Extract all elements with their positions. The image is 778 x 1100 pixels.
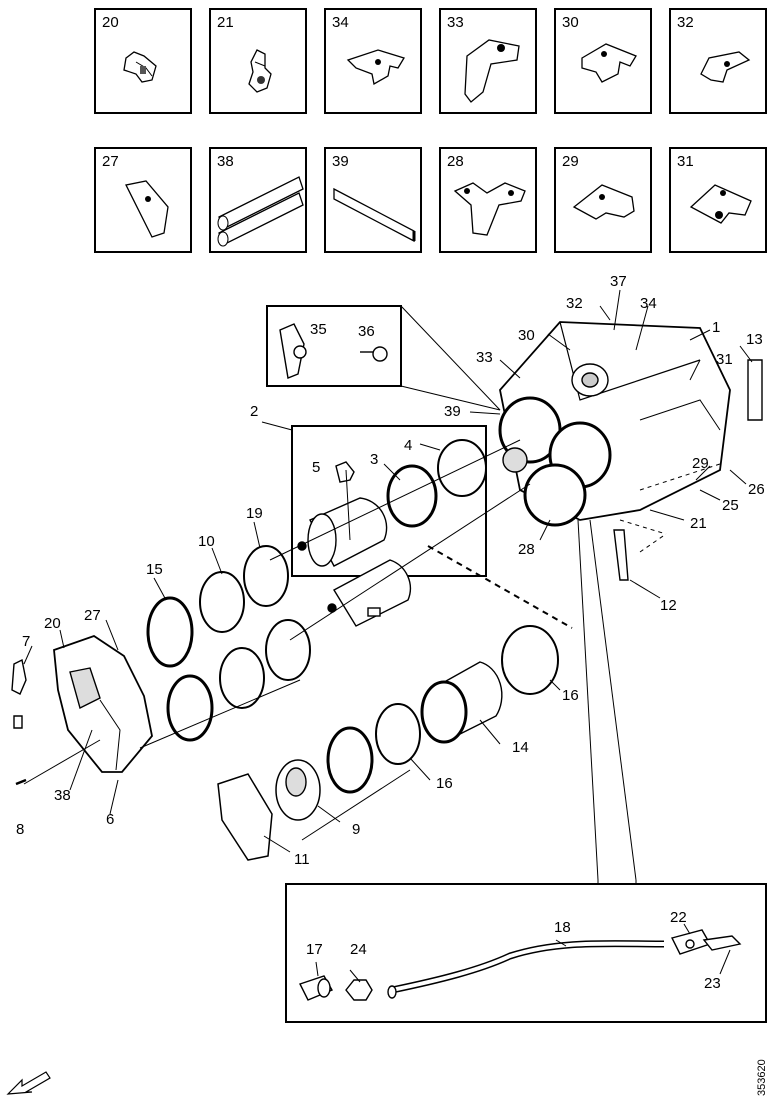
shield-11: [217, 773, 273, 861]
clip-icon: [248, 49, 272, 93]
thumb-label: 30: [562, 14, 579, 31]
thumb-label: 21: [217, 14, 234, 31]
callout-4: 4: [404, 437, 413, 454]
inset-2: [291, 425, 487, 577]
callout-37: 37: [610, 273, 627, 290]
thumb-label: 38: [217, 153, 234, 170]
callout-24: 24: [350, 941, 367, 958]
callout-38: 38: [54, 787, 71, 804]
callout-1: 1: [712, 319, 721, 336]
callout-18: 18: [554, 919, 571, 936]
callout-16b: 16: [436, 775, 453, 792]
callout-15: 15: [146, 561, 163, 578]
thumb-label: 34: [332, 14, 349, 31]
bracket-icon: [572, 184, 635, 220]
thumb-38: 38: [209, 147, 307, 253]
thumb-27: 27: [94, 147, 192, 253]
callout-16a: 16: [562, 687, 579, 704]
callout-13: 13: [746, 331, 763, 348]
clip-7: [11, 658, 27, 695]
insulation-tube-icon: [217, 176, 304, 247]
callout-26: 26: [748, 481, 765, 498]
ring-lower-a: [166, 674, 214, 742]
plate-icon: [125, 180, 169, 238]
callout-35: 35: [310, 321, 327, 338]
callout-7: 7: [22, 633, 31, 650]
thumb-label: 33: [447, 14, 464, 31]
direction-arrow-icon: [6, 1071, 51, 1095]
thumb-21: 21: [209, 8, 307, 114]
bracket-icon: [581, 43, 637, 83]
callout-34: 34: [640, 295, 657, 312]
thumb-20: 20: [94, 8, 192, 114]
callout-17: 17: [306, 941, 323, 958]
ring-16-lower: [375, 703, 421, 765]
thumb-label: 31: [677, 153, 694, 170]
callout-9: 9: [352, 821, 361, 838]
callout-20: 20: [44, 615, 61, 632]
callout-23: 23: [704, 975, 721, 992]
callout-30: 30: [518, 327, 535, 344]
callout-5: 5: [312, 459, 321, 476]
thumb-31: 31: [669, 147, 767, 253]
callout-11: 11: [294, 851, 310, 868]
callout-8: 8: [16, 821, 25, 838]
bracket-icon: [346, 49, 405, 86]
callout-21: 21: [690, 515, 707, 532]
callout-19: 19: [246, 505, 263, 522]
thumb-34: 34: [324, 8, 422, 114]
bracket-icon: [689, 184, 752, 224]
ring-3: [386, 464, 438, 528]
thumb-label: 20: [102, 14, 119, 31]
thumb-label: 28: [447, 153, 464, 170]
ring-15: [146, 596, 194, 668]
thumb-29: 29: [554, 147, 652, 253]
clip-icon: [123, 51, 157, 83]
drawing-code: 353620: [756, 1059, 768, 1096]
bracket-13: [747, 359, 763, 421]
ring-19: [243, 545, 289, 607]
thumb-32: 32: [669, 8, 767, 114]
callout-27: 27: [84, 607, 101, 624]
ring-10: [199, 571, 245, 633]
thumb-28: 28: [439, 147, 537, 253]
gasket-strip-icon: [333, 187, 416, 243]
callout-22: 22: [670, 909, 687, 926]
ring-lower-c: [265, 619, 311, 681]
bracket-icon: [700, 51, 751, 83]
callout-31: 31: [716, 351, 733, 368]
callout-29: 29: [692, 455, 709, 472]
callout-36: 36: [358, 323, 375, 340]
bracket-icon: [464, 39, 520, 103]
ring-lower-d: [326, 726, 374, 794]
bracket-icon: [453, 182, 526, 236]
nut-24: [345, 979, 373, 1001]
callout-14: 14: [512, 739, 529, 756]
thumb-30: 30: [554, 8, 652, 114]
callout-2: 2: [250, 403, 259, 420]
callout-3: 3: [370, 451, 379, 468]
ring-lower-b: [219, 647, 265, 709]
bracket-12: [613, 529, 629, 581]
thumb-label: 32: [677, 14, 694, 31]
callout-10: 10: [198, 533, 215, 550]
callout-6: 6: [106, 811, 115, 828]
callout-32: 32: [566, 295, 583, 312]
thumb-label: 39: [332, 153, 349, 170]
ring-16-upper: [501, 625, 559, 695]
callout-12: 12: [660, 597, 677, 614]
callout-28: 28: [518, 541, 535, 558]
callout-39: 39: [444, 403, 461, 420]
cylinder-lower: [333, 559, 411, 627]
thumb-label: 29: [562, 153, 579, 170]
thumb-33: 33: [439, 8, 537, 114]
callout-33: 33: [476, 349, 493, 366]
cap-5: [335, 461, 355, 483]
callout-25: 25: [722, 497, 739, 514]
inset-35-36: [266, 305, 402, 387]
inset-17-24: [285, 883, 767, 1023]
thumb-label: 27: [102, 153, 119, 170]
thumb-39: 39: [324, 147, 422, 253]
